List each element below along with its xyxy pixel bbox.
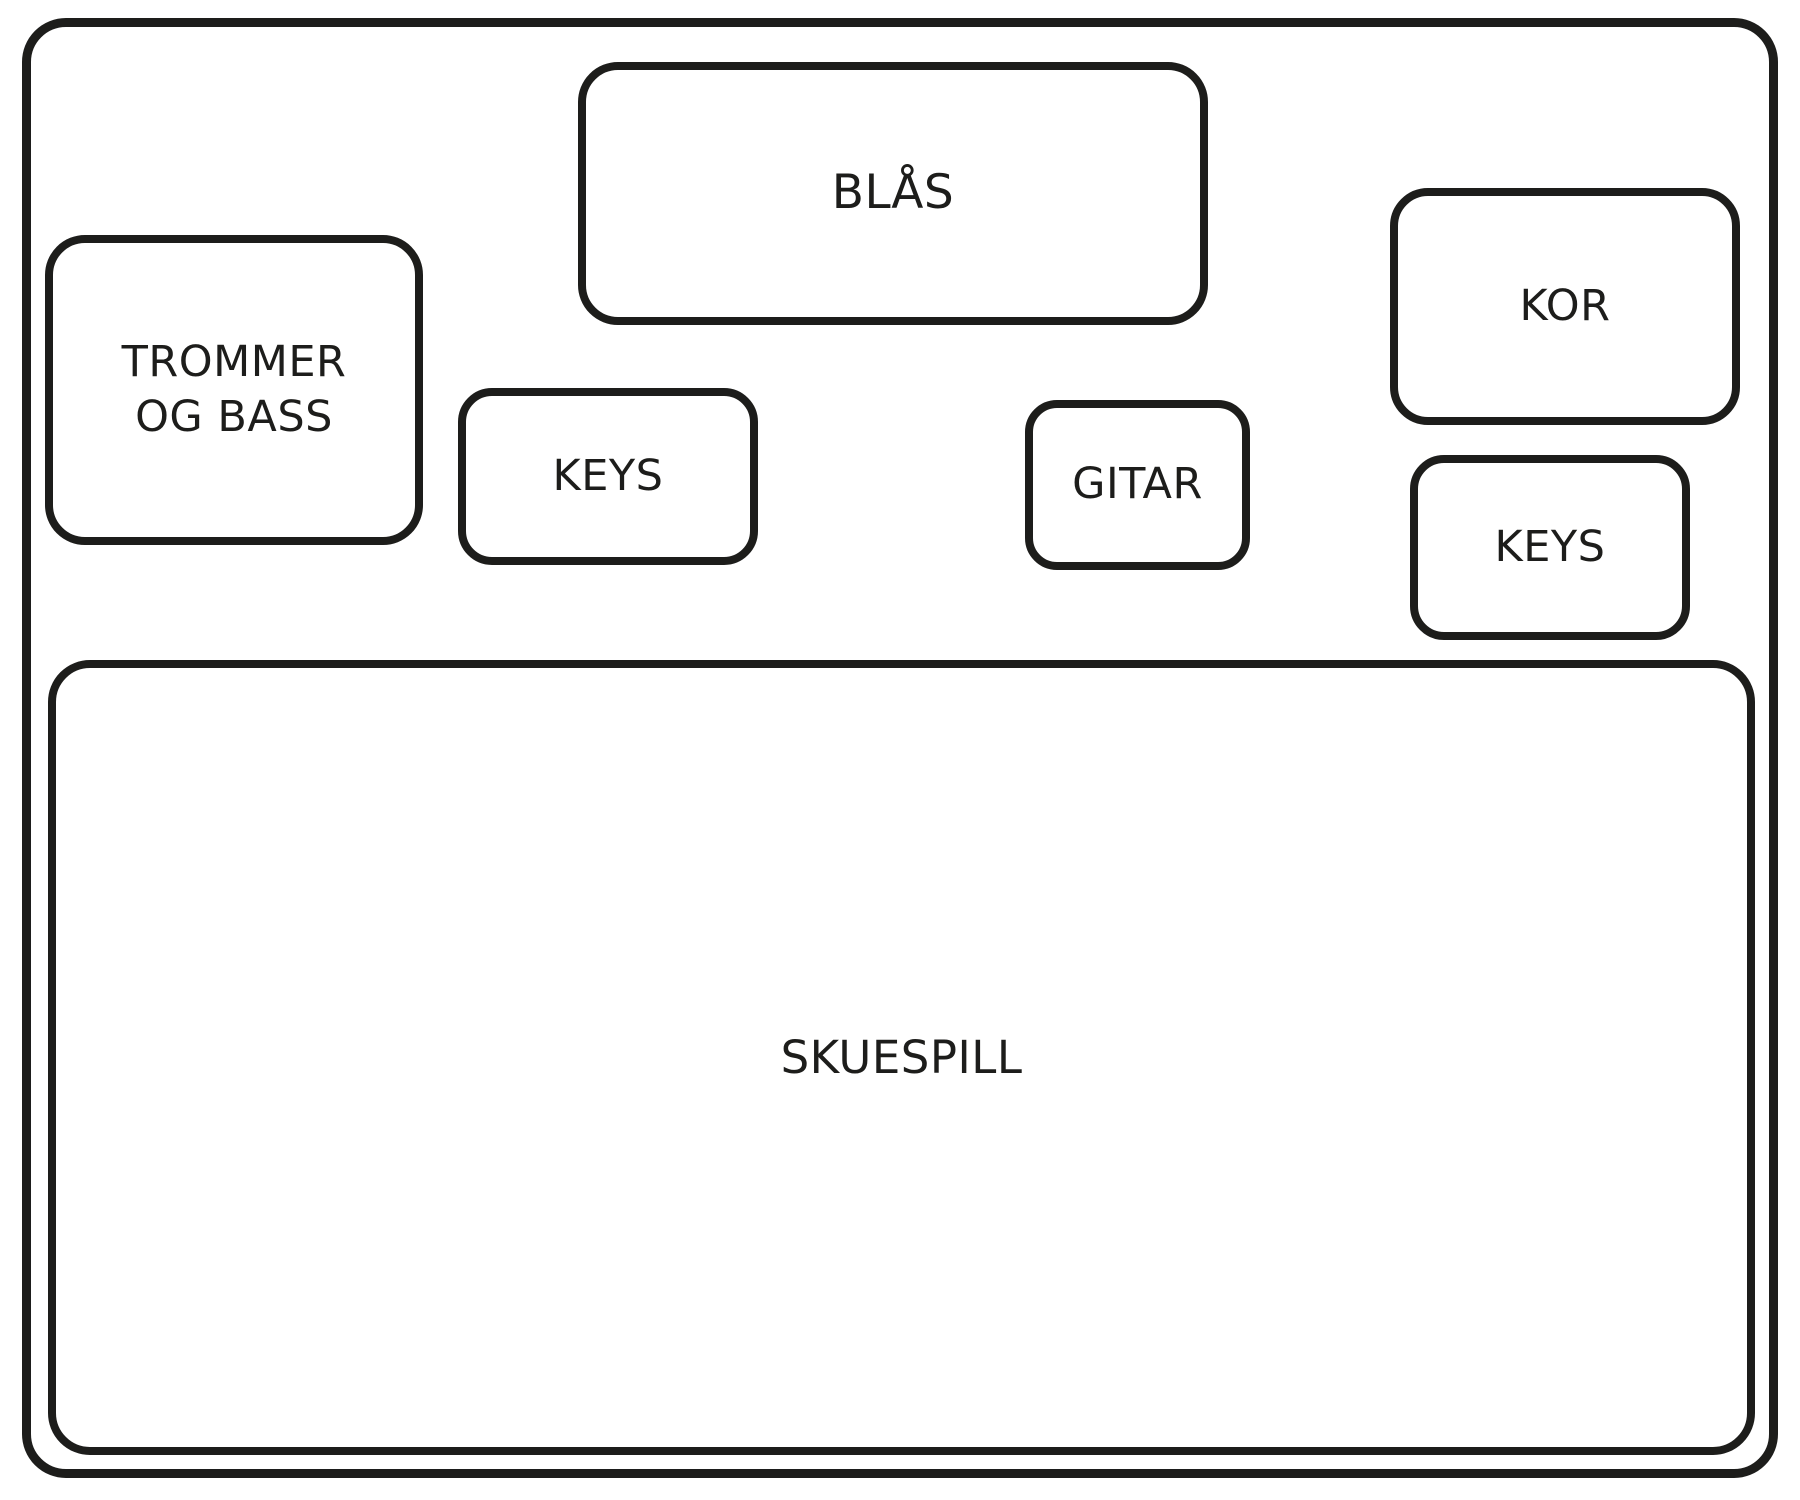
zone-keys-center[interactable]: KEYS xyxy=(458,388,758,565)
stage-outline-boundary xyxy=(22,18,1778,1478)
zone-skuespill[interactable]: SKUESPILL xyxy=(48,660,1755,1455)
zone-blas[interactable]: BLÅS xyxy=(578,62,1208,325)
zone-label-gitar: GITAR xyxy=(1072,459,1203,510)
zone-label-keys-right: KEYS xyxy=(1494,521,1606,572)
zone-gitar[interactable]: GITAR xyxy=(1025,400,1250,570)
zone-label-skuespill: SKUESPILL xyxy=(780,1030,1023,1084)
zone-label-keys-center: KEYS xyxy=(552,450,664,501)
zone-label-blas: BLÅS xyxy=(831,165,955,221)
zone-kor[interactable]: KOR xyxy=(1390,188,1740,425)
zone-label-kor: KOR xyxy=(1519,280,1611,331)
zone-trommer-og-bass[interactable]: TROMMER OG BASS xyxy=(45,235,423,545)
zone-keys-right[interactable]: KEYS xyxy=(1410,455,1690,640)
zone-label-trommer-og-bass: TROMMER OG BASS xyxy=(121,336,347,442)
